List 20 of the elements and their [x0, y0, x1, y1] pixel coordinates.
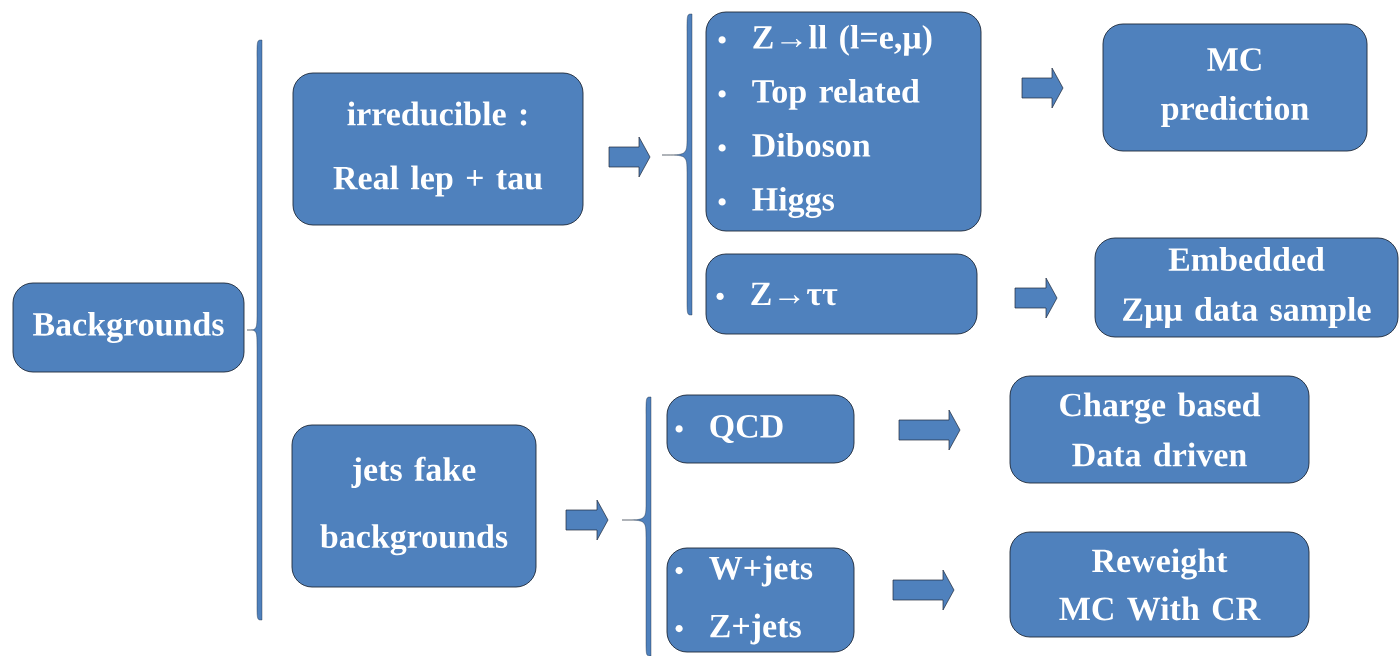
curly-brace — [246, 39, 263, 621]
process-box: MC prediction — [1102, 23, 1368, 152]
process-box: Charge based Data driven — [1009, 375, 1310, 484]
list-box: QCD — [666, 394, 855, 464]
list-box: Z→ll (l=e,μ) Top related Diboson Higgs — [705, 11, 982, 232]
process-box: Embedded Zμμ data sample — [1094, 237, 1399, 338]
block-arrow — [608, 136, 651, 178]
process-box: irreducible : Real lep + tau — [292, 72, 584, 226]
block-arrow — [892, 569, 955, 611]
block-arrow — [1021, 67, 1064, 109]
process-box: jets fake backgrounds — [291, 424, 537, 588]
process-box: Reweight MC With CR — [1009, 531, 1310, 638]
block-arrow — [1014, 277, 1058, 319]
block-arrow — [898, 409, 961, 451]
list-box: W+jets Z+jets — [666, 547, 855, 653]
block-arrow — [565, 499, 609, 541]
list-box: Z→ττ — [705, 253, 978, 335]
curly-brace — [621, 396, 652, 656]
curly-brace — [661, 13, 693, 316]
process-box: Backgrounds — [12, 282, 245, 373]
